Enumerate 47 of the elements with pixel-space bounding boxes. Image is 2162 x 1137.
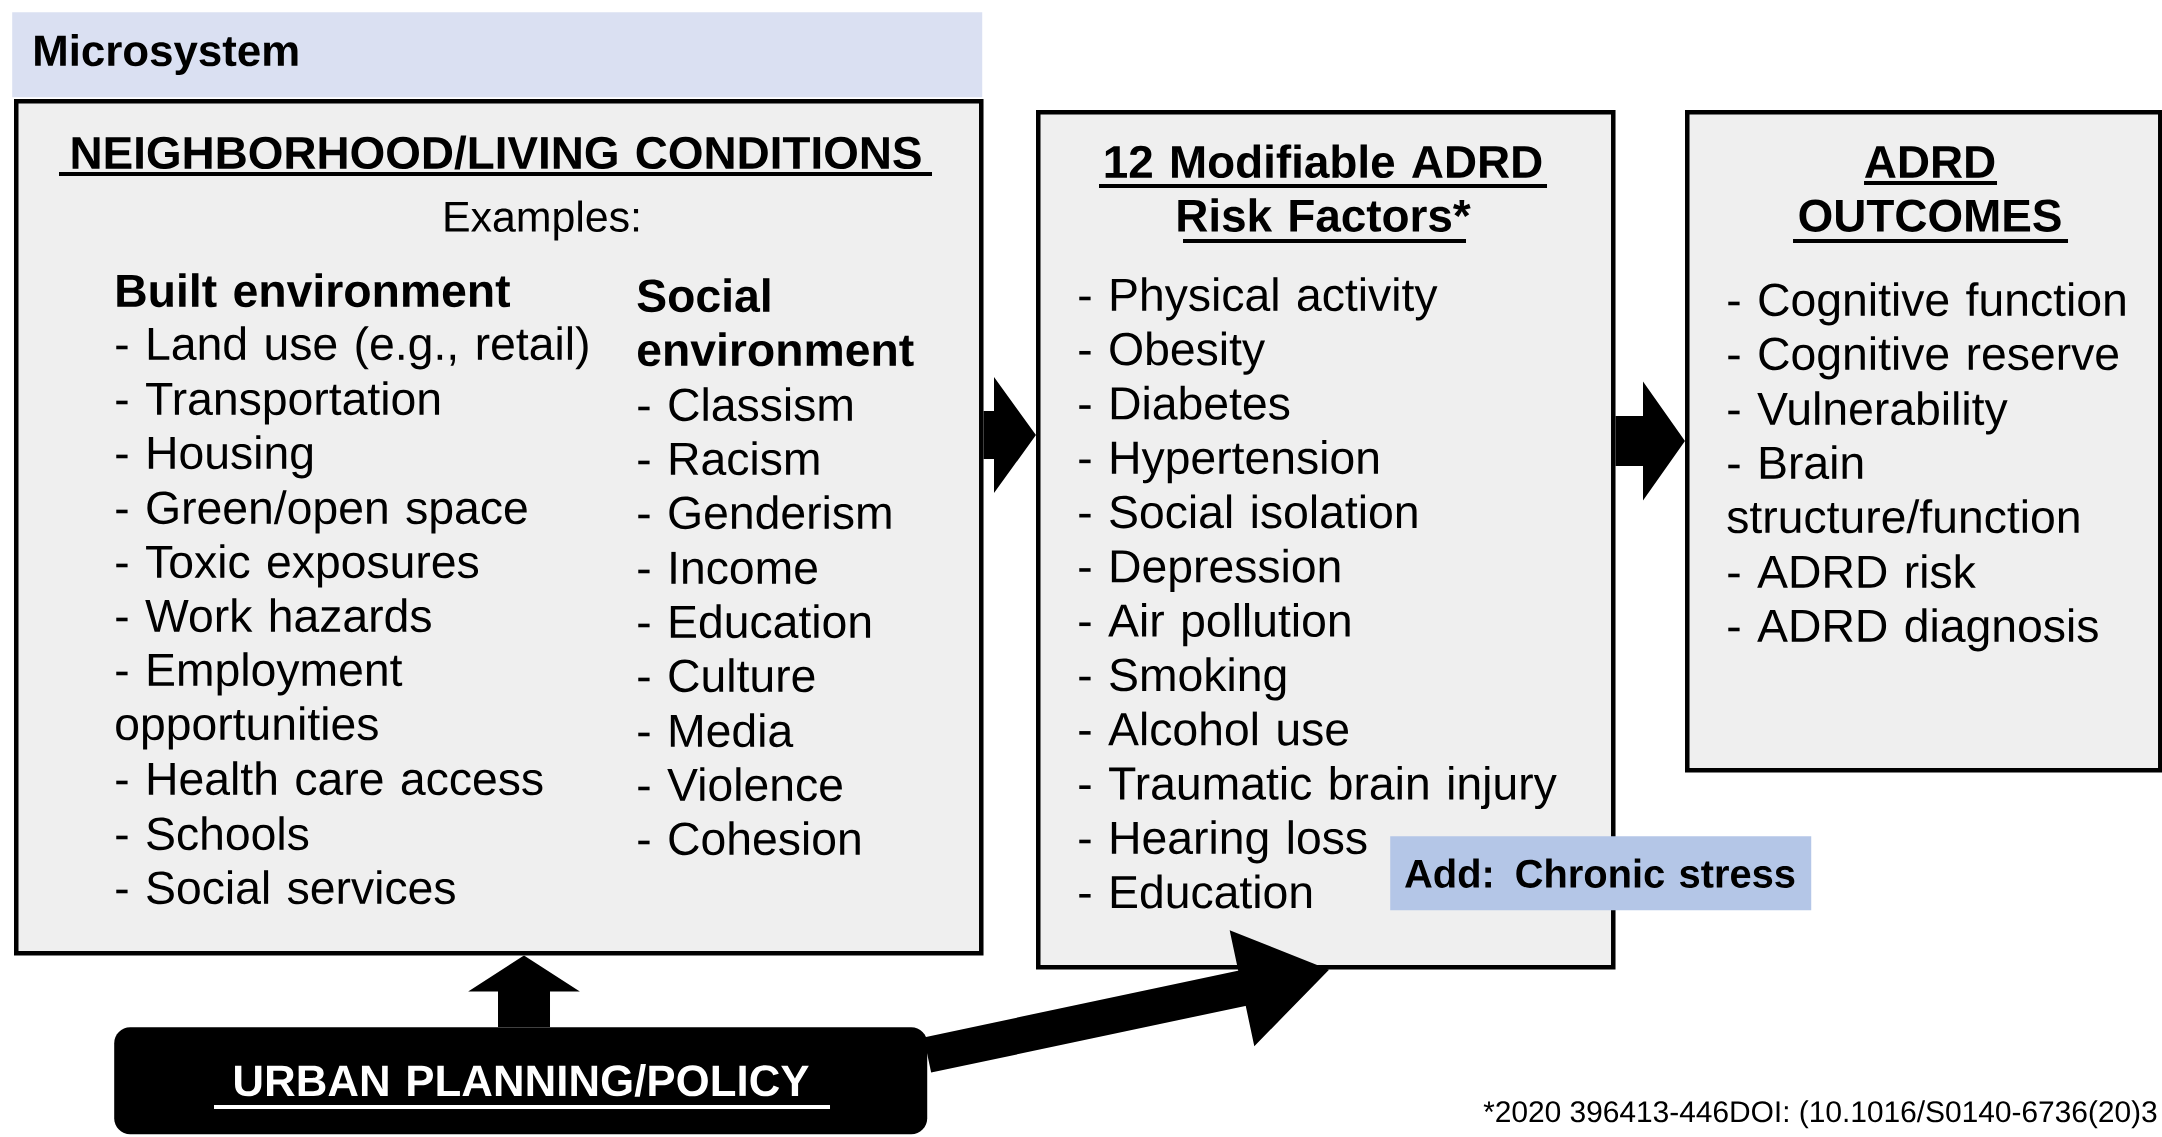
list-item: - Housing	[116, 435, 312, 479]
list-item: - Depression	[1079, 548, 1340, 592]
list-item: - Social services	[116, 870, 455, 905]
list-item: - Hypertension	[1079, 440, 1378, 484]
list-item: - Transportation	[116, 381, 440, 425]
list-item: - Obesity	[1079, 331, 1266, 375]
list-item: - Classism	[638, 387, 852, 422]
list-item: - Cohesion	[638, 821, 860, 856]
list-item: - Education	[638, 604, 871, 639]
list-item: - Traumatic brain injury	[1079, 765, 1557, 810]
list-item: - Brain structure/function	[1727, 445, 2079, 534]
list-item: - Income	[638, 551, 817, 585]
list-item: - Land use (e.g., retail)	[116, 326, 588, 370]
list-item: - Health care access	[116, 761, 543, 796]
list-item: - Violence	[638, 767, 842, 802]
list-item: - Employment opportunities	[116, 652, 403, 750]
list-item: - Green/open space	[116, 490, 527, 534]
box-heading: NEIGHBORHOOD/LIVING CONDITIONS	[59, 135, 932, 176]
box-heading: URBAN PLANNING/POLICY	[214, 1064, 830, 1109]
list-item: - Work hazards	[116, 598, 431, 633]
box-heading: 12 Modifiable ADRD Risk Factors*	[1099, 144, 1547, 243]
list-item: - Alcohol use	[1079, 711, 1348, 746]
list-item: - Cognitive reserve	[1728, 336, 2118, 380]
note-text: Add: Chronic stress	[1405, 858, 1795, 888]
list-item: - Smoking	[1079, 657, 1286, 701]
list-item: - Diabetes	[1079, 385, 1290, 420]
list-item: - Social isolation	[1079, 494, 1417, 529]
list-item: - Racism	[638, 441, 819, 476]
list-item: - Cognitive function	[1728, 282, 2125, 326]
list-item: - Hearing loss	[1079, 820, 1367, 864]
list-item: - Toxic exposures	[116, 544, 479, 588]
box-subtitle: Examples:	[445, 200, 639, 241]
list-item: - Physical activity	[1079, 277, 1438, 321]
list-item: - Air pollution	[1079, 603, 1350, 647]
column-heading: Built environment	[117, 273, 510, 308]
list-item: - Schools	[116, 816, 309, 851]
list-item: - ADRD risk	[1728, 554, 1976, 589]
list-item: - Culture	[638, 658, 815, 693]
list-item: - Education	[1079, 874, 1312, 909]
box-heading: ADRD OUTCOMES	[1793, 146, 2068, 243]
footnote: *2020 396413-446DOI: (10.1016/S0140-6736(20)3	[1483, 1100, 2157, 1129]
band-title: Microsystem	[35, 34, 298, 75]
list-item: - Genderism	[638, 495, 891, 530]
list-item: - Media	[638, 713, 794, 748]
column-heading: Social environment	[637, 278, 914, 367]
list-item: - ADRD diagnosis	[1728, 608, 2098, 652]
list-item: - Vulnerability	[1728, 391, 2008, 435]
